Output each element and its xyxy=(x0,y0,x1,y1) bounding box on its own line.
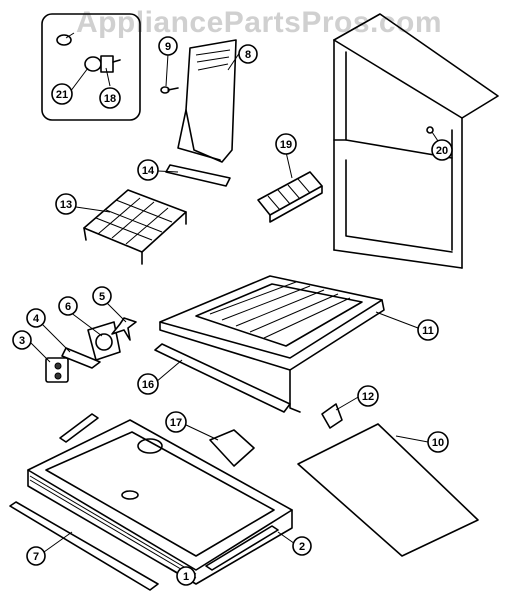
callout-14: 14 xyxy=(137,159,159,181)
callout-1: 1 xyxy=(176,566,196,586)
callout-19-label: 19 xyxy=(280,139,292,151)
callout-9: 9 xyxy=(158,36,178,56)
callout-7: 7 xyxy=(26,546,46,566)
callout-10-label: 10 xyxy=(432,437,444,449)
callout-20: 20 xyxy=(431,139,453,161)
callout-19: 19 xyxy=(275,133,297,155)
callout-12: 12 xyxy=(357,385,379,407)
callout-7-label: 7 xyxy=(33,551,39,563)
inset-box xyxy=(41,13,141,121)
callout-13-label: 13 xyxy=(60,199,72,211)
callout-16-label: 16 xyxy=(142,379,154,391)
callout-9-label: 9 xyxy=(165,41,171,53)
small-parts xyxy=(45,317,137,383)
part-8-panel xyxy=(177,39,237,163)
callout-8: 8 xyxy=(238,44,258,64)
callout-2-label: 2 xyxy=(299,541,305,553)
callout-17: 17 xyxy=(165,411,187,433)
callout-4: 4 xyxy=(26,308,46,328)
callout-18: 18 xyxy=(99,87,121,109)
watermark-text: AppliancePartsPros.com xyxy=(75,6,443,39)
callout-12-label: 12 xyxy=(362,391,374,403)
leader-lines xyxy=(27,32,441,575)
part-11-shelf-frame xyxy=(159,275,385,413)
callout-6: 6 xyxy=(58,296,78,316)
callout-14-label: 14 xyxy=(142,165,155,177)
part-19-ice-tray xyxy=(257,171,323,223)
part-1-pan xyxy=(27,419,293,585)
callout-18-label: 18 xyxy=(104,93,116,105)
callout-2: 2 xyxy=(292,536,312,556)
callouts: 1 2 3 4 5 6 7 xyxy=(12,36,453,586)
callout-5-label: 5 xyxy=(99,291,105,303)
callout-3: 3 xyxy=(12,330,32,350)
part-9-screw xyxy=(160,86,179,94)
callout-11-label: 11 xyxy=(422,325,434,337)
edge-strips xyxy=(9,413,279,591)
part-14-bracket xyxy=(165,164,231,187)
callout-20-label: 20 xyxy=(436,145,448,157)
callout-8-label: 8 xyxy=(245,49,251,61)
callout-4-label: 4 xyxy=(33,313,40,325)
callout-5: 5 xyxy=(92,286,112,306)
callout-11: 11 xyxy=(417,319,439,341)
callout-1-label: 1 xyxy=(183,571,189,583)
callout-21-label: 21 xyxy=(56,89,68,101)
part-17-cover xyxy=(209,429,255,467)
callout-16: 16 xyxy=(137,373,159,395)
cabinet xyxy=(333,13,499,269)
part-10-panel xyxy=(297,423,479,557)
callout-6-label: 6 xyxy=(65,301,71,313)
callout-13: 13 xyxy=(55,193,77,215)
callout-17-label: 17 xyxy=(170,417,182,429)
callout-3-label: 3 xyxy=(19,335,25,347)
part-13-wire-shelf xyxy=(83,189,187,265)
part-16-strip xyxy=(154,343,291,413)
part-12-clip xyxy=(321,403,343,429)
callout-10: 10 xyxy=(427,431,449,453)
callout-21: 21 xyxy=(51,83,73,105)
